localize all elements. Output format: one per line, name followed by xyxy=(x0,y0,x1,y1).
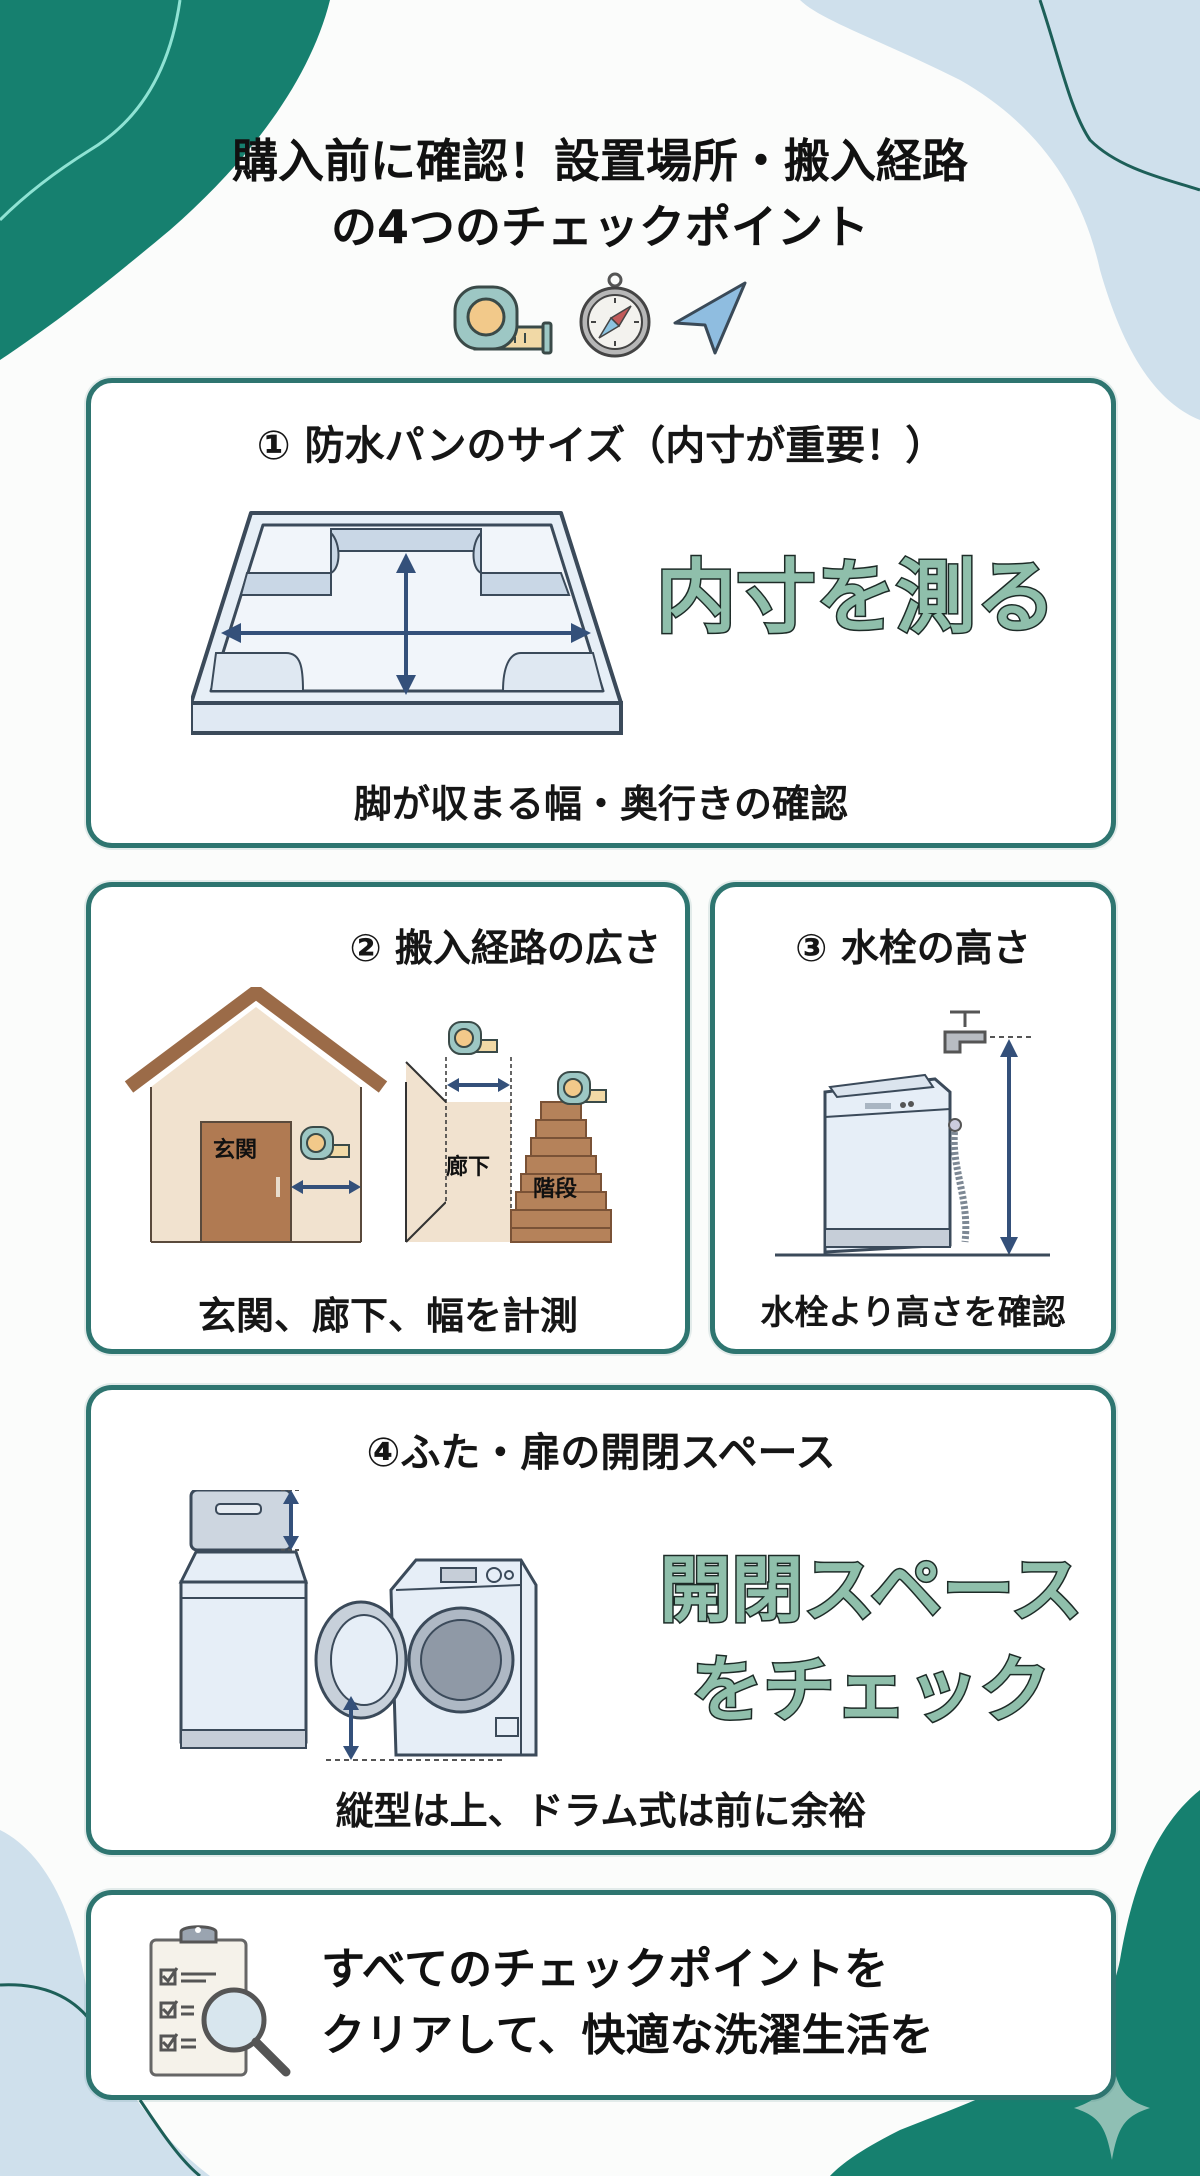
emphasis-line-1: 開閉スペース xyxy=(658,1547,1084,1634)
checklist-magnifier-icon xyxy=(149,1925,291,2077)
label-entrance: 玄関 xyxy=(213,1138,258,1163)
check-opening-space-emphasis: 開閉スペース をチェック xyxy=(651,1540,1091,1740)
label-stairs: 階段 xyxy=(533,1177,578,1202)
card-caption: 水栓より高さを確認 xyxy=(760,1293,1066,1333)
card-faucet-height: ③ 水栓の高さ 水栓より高さを確認 xyxy=(710,882,1116,1354)
card-title: ④ふた・扉の開閉スペース xyxy=(366,1430,836,1476)
washer-types-illustration xyxy=(178,1490,538,1761)
page-title: 購入前に確認！設置場所・搬入経路 の4つのチェックポイント xyxy=(0,128,1200,260)
card-caption: 縦型は上、ドラム式は前に余裕 xyxy=(335,1789,867,1833)
title-line-2: の4つのチェックポイント xyxy=(330,200,869,254)
emphasis-line-2: をチェック xyxy=(689,1647,1052,1734)
card-title: ③ 水栓の高さ xyxy=(795,926,1031,970)
card-caption: 脚が収まる幅・奥行きの確認 xyxy=(353,782,848,826)
card-caption: 玄関、廊下、幅を計測 xyxy=(197,1294,578,1338)
title-icon-row xyxy=(450,270,750,360)
summary-message: すべてのチェックポイントを クリアして、快適な洗濯生活を xyxy=(321,1937,933,2069)
navigation-arrow-icon xyxy=(673,281,747,355)
card-door-opening-space: ④ふた・扉の開閉スペース 開閉スペース をチェック 縦型は上、ドラ xyxy=(86,1385,1116,1855)
title-line-1: 購入前に確認！設置場所・搬入経路 xyxy=(232,134,968,188)
delivery-route-illustration xyxy=(124,987,612,1243)
waterproof-pan-illustration xyxy=(191,511,623,735)
summary-line-2: クリアして、快適な洗濯生活を xyxy=(321,2010,934,2061)
tape-measure-icon xyxy=(453,285,553,355)
faucet-height-illustration xyxy=(775,1010,1050,1257)
compass-icon xyxy=(579,272,651,358)
summary-line-1: すべてのチェックポイントを xyxy=(321,1944,889,1995)
card-title: ① 防水パンのサイズ（内寸が重要！） xyxy=(256,423,946,469)
card-title: ② 搬入経路の広さ xyxy=(349,926,661,970)
card-waterproof-pan-size: ① 防水パンのサイズ（内寸が重要！） 内寸を測る 脚が収まる幅・奥行きの確認 xyxy=(86,378,1116,848)
measure-inner-size-emphasis: 内寸を測る xyxy=(655,550,1058,646)
label-hallway: 廊下 xyxy=(446,1155,491,1180)
card-summary: すべてのチェックポイントを クリアして、快適な洗濯生活を xyxy=(86,1890,1116,2100)
card-delivery-route-width: ② 搬入経路の広さ xyxy=(86,882,690,1354)
